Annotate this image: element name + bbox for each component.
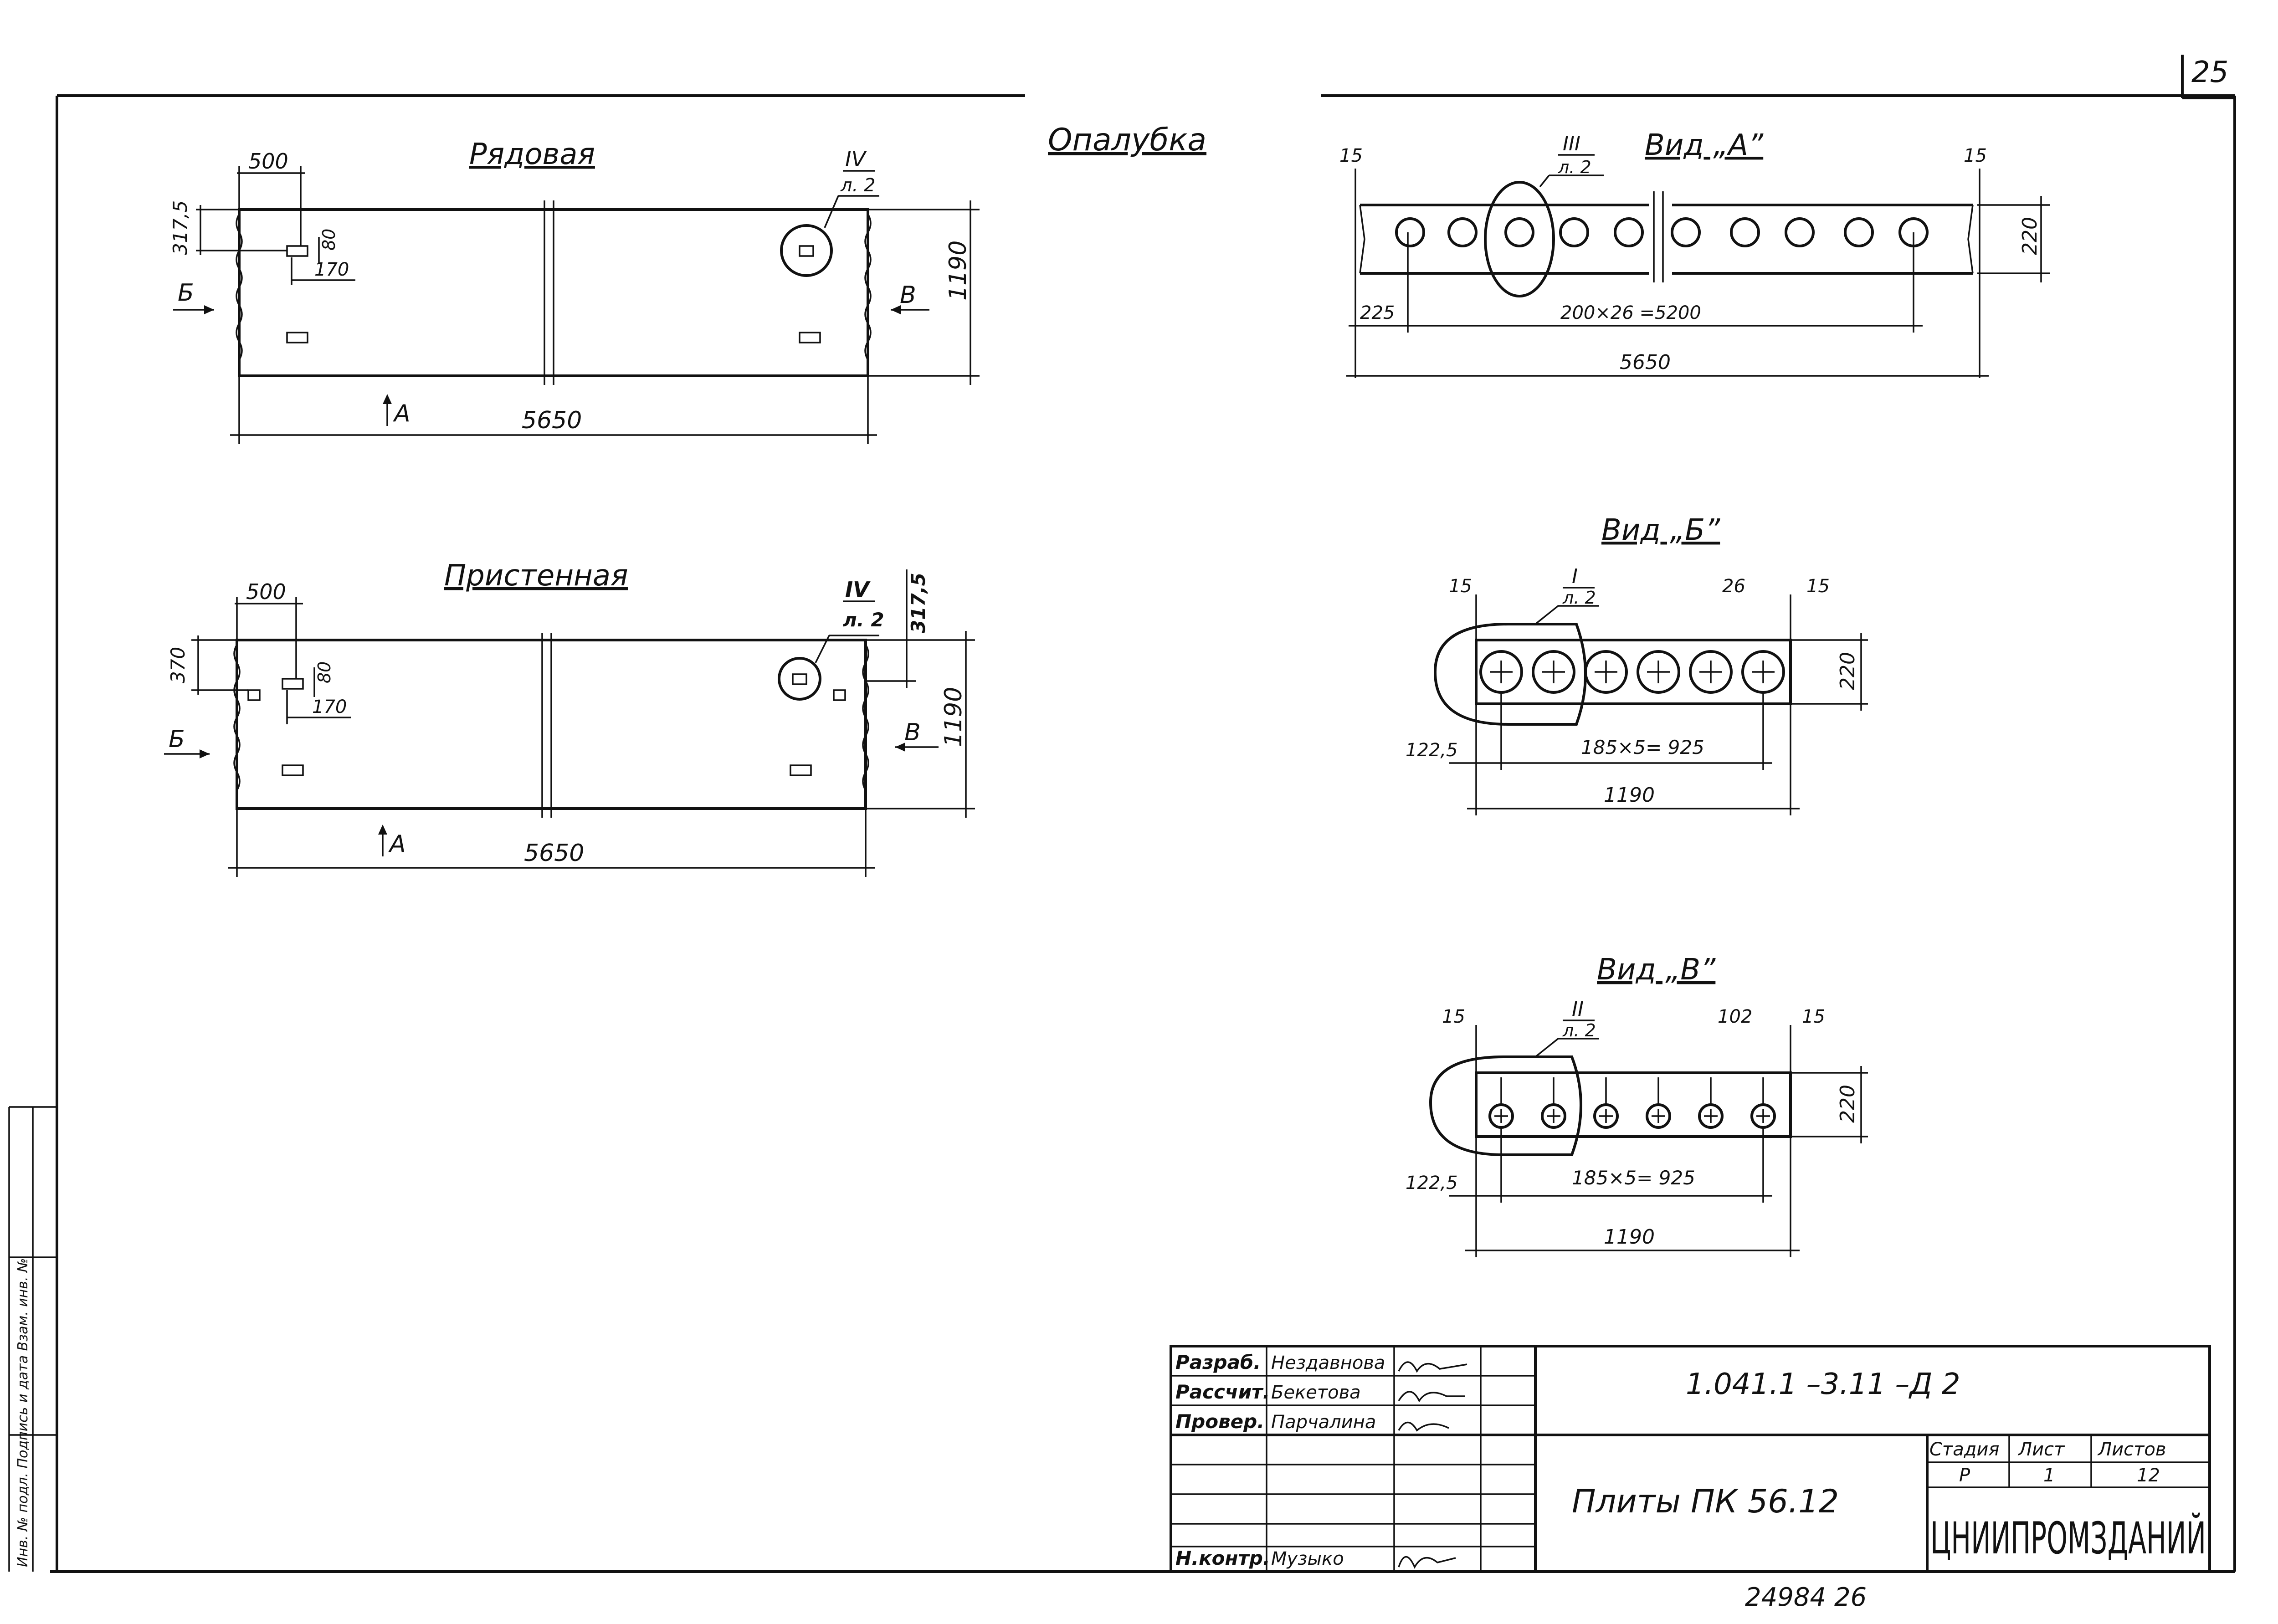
row-plate-dim-top: 500 [248, 149, 288, 174]
stage-value: Р [1959, 1465, 1970, 1486]
view-a-callout-num: III [1563, 132, 1580, 155]
view-b-holes [1479, 650, 1785, 694]
name-2: Парчалина [1271, 1412, 1376, 1433]
role-0: Разраб. [1175, 1351, 1261, 1373]
view-a-dim-left15: 15 [1339, 145, 1363, 166]
wall-plate-title: Пристенная [444, 559, 628, 593]
row-plate-drawing: Рядовая IV л. 2 500 317,5 80 170 Б [169, 138, 980, 444]
view-b-callout-outline [1433, 623, 1587, 726]
row-plate-title: Рядовая [469, 138, 595, 171]
view-v-callout-sheet: л. 2 [1562, 1020, 1596, 1040]
view-a-drawing: Вид „А” 15 15 III л. 2 [1339, 128, 2050, 378]
row-plate-callout-circle [780, 224, 833, 277]
view-b-dim-total: 1190 [1604, 784, 1655, 807]
wall-plate-label-a: А [388, 830, 406, 858]
view-a-dim-height: 220 [2018, 217, 2042, 255]
view-a-holes [1395, 217, 1929, 247]
wall-plate-drawing: Пристенная IV л. 2 317,5 500 370 80 [164, 559, 975, 877]
row-plate-label-v: В [900, 282, 916, 309]
view-a-dim-right15: 15 [1964, 145, 1987, 166]
stage-label: Стадия [1929, 1439, 1999, 1460]
wall-plate-label-b: Б [169, 726, 185, 753]
row-plate-callout-num: IV [845, 147, 867, 171]
view-b-dim-122: 122,5 [1406, 740, 1458, 761]
name-1: Бекетова [1271, 1382, 1361, 1403]
view-b-dim-right15: 15 [1806, 576, 1830, 597]
title-block: Разраб. Рассчит. Провер. Н.контр. Нездав… [1170, 1345, 2211, 1573]
wall-plate-callout-circle [778, 657, 821, 701]
signature-2 [1398, 1421, 1449, 1432]
view-b-dim-left15: 15 [1449, 576, 1472, 597]
view-b-drawing: Вид „Б” 15 15 26 I л. 2 220 122,5 185×5=… [1406, 513, 1868, 815]
row-plate-callout-sheet: л. 2 [840, 175, 875, 196]
wall-plate-dim-width: 1190 [940, 687, 967, 747]
view-b-title: Вид „Б” [1601, 513, 1720, 547]
row-plate-label-a: А [393, 400, 410, 427]
wall-plate-dim-top: 500 [246, 579, 286, 604]
wall-plate-dim-length: 5650 [524, 840, 584, 867]
view-v-dim-122: 122,5 [1406, 1173, 1458, 1194]
page-number: 25 [2191, 56, 2228, 89]
view-v-dim-total: 1190 [1604, 1225, 1655, 1249]
role-6: Н.контр. [1175, 1547, 1270, 1569]
row-plate-dim-left: 317,5 [169, 200, 191, 255]
view-b-callout-sheet: л. 2 [1562, 588, 1596, 608]
wall-plate-label-v: В [904, 719, 921, 746]
sheets-value: 12 [2137, 1465, 2160, 1486]
signature-6 [1398, 1556, 1456, 1569]
doc-code: 1.041.1 –3.11 –Д 2 [1686, 1368, 1960, 1401]
view-a-callout-ellipse [1484, 181, 1555, 297]
view-b-callout-num: I [1572, 565, 1578, 588]
view-v-dim-height: 220 [1836, 1085, 1859, 1123]
view-b-dim-height: 220 [1836, 652, 1859, 690]
organization-name: ЦНИИПРОМЗДАНИЙ [1930, 1512, 2206, 1564]
view-v-holes [1488, 1077, 1776, 1129]
row-plate-label-b: Б [178, 279, 194, 307]
sheet-frame [50, 55, 2236, 1573]
sheet-label: Лист [2017, 1439, 2065, 1460]
sheets-label: Листов [2097, 1439, 2166, 1460]
view-a-dim-total: 5650 [1620, 351, 1671, 374]
view-b-dim-26: 26 [1722, 576, 1745, 597]
sheet-value: 1 [2043, 1465, 2055, 1486]
view-a-title: Вид „А” [1645, 128, 1764, 162]
wall-plate-callout-num: IV [845, 577, 871, 602]
wall-plate-dim-left: 370 [167, 647, 189, 683]
row-plate-dim-80: 80 [319, 229, 339, 251]
wall-plate-dim-right: 317,5 [907, 573, 929, 633]
bottom-code: 24984 26 [1745, 1583, 1867, 1612]
view-a-callout-sheet: л. 2 [1558, 157, 1591, 177]
view-v-dim-right15: 15 [1802, 1006, 1825, 1027]
wall-plate-dim-80: 80 [314, 661, 334, 683]
formwork-title: Опалубка [1048, 122, 1206, 158]
side-stamp-text: Инв. № подл. Подпись и дата Взам. инв. № [15, 1258, 31, 1567]
view-v-dim-102: 102 [1718, 1006, 1752, 1027]
signature-0 [1398, 1361, 1467, 1373]
role-2: Провер. [1175, 1410, 1264, 1433]
view-v-title: Вид „В” [1597, 953, 1716, 987]
view-a-dim-225: 225 [1360, 302, 1395, 323]
side-stamp: Инв. № подл. Подпись и дата Взам. инв. № [8, 1106, 57, 1572]
wall-plate-dim-170: 170 [312, 697, 347, 717]
view-v-drawing: Вид „В” 15 15 102 II л. 2 220 [1406, 953, 1868, 1257]
row-plate-dim-170: 170 [314, 259, 349, 280]
view-v-dim-left15: 15 [1442, 1006, 1465, 1027]
view-a-dim-holes: 200×26 =5200 [1560, 302, 1701, 323]
signature-1 [1398, 1391, 1465, 1403]
view-b-dim-holes: 185×5= 925 [1581, 736, 1704, 758]
row-plate-dim-length: 5650 [522, 407, 582, 434]
name-6: Музыко [1271, 1548, 1344, 1569]
product-name: Плиты ПК 56.12 [1572, 1483, 1839, 1520]
name-0: Нездавнова [1271, 1352, 1385, 1373]
view-v-callout-num: II [1572, 998, 1584, 1021]
role-1: Рассчит. [1175, 1381, 1270, 1403]
view-v-dim-holes: 185×5= 925 [1572, 1167, 1695, 1189]
view-v-callout-outline [1429, 1055, 1582, 1156]
wall-plate-callout-sheet: л. 2 [843, 609, 884, 631]
row-plate-dim-width: 1190 [944, 241, 972, 301]
